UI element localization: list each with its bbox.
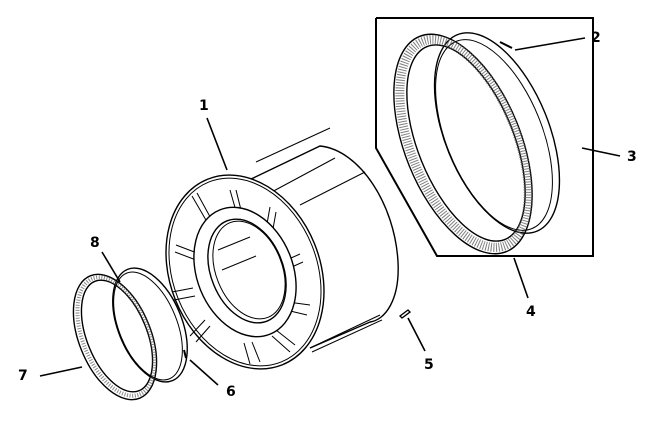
callout-2: 2	[591, 30, 601, 46]
front-drum-seal	[72, 267, 188, 401]
leader-lines	[39, 37, 621, 386]
rear-drum-seal	[393, 32, 561, 255]
callout-7: 7	[18, 368, 28, 384]
seal-kit-box	[375, 17, 594, 257]
callout-6: 6	[226, 384, 236, 400]
callout-4: 4	[526, 304, 536, 320]
callout-5: 5	[424, 357, 434, 373]
callout-8: 8	[90, 235, 100, 251]
callout-1: 1	[199, 98, 209, 114]
drum	[165, 127, 399, 370]
callout-3: 3	[627, 149, 637, 165]
clip	[398, 309, 412, 319]
